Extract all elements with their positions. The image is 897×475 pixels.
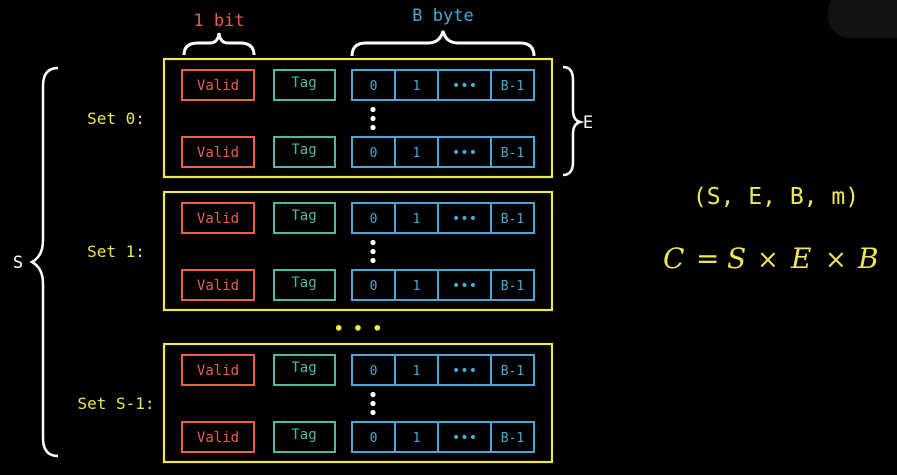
byte-cell [490, 202, 535, 234]
e-brace [562, 65, 585, 177]
byte-cell [490, 269, 535, 301]
byte-label: B-1 [501, 79, 524, 94]
byte-label: 0 [370, 79, 378, 94]
bit-brace [182, 32, 256, 56]
capacity-times-1: × [757, 245, 779, 275]
byte-label: 0 [370, 146, 378, 161]
valid-label: Valid [197, 430, 239, 446]
capacity-E: E [790, 242, 811, 275]
valid-box [181, 421, 255, 453]
byte-label: 0 [370, 431, 378, 446]
byte-label: B-1 [501, 279, 524, 294]
valid-label: Valid [197, 278, 239, 294]
tag-label: Tag [291, 427, 316, 443]
byte-cell [490, 69, 535, 101]
valid-box [181, 202, 255, 234]
byte-label: 0 [370, 212, 378, 227]
tag-label: Tag [291, 75, 316, 91]
line-ellipsis-dot [370, 106, 376, 113]
cache-line: Valid Tag 0 1 ••• B-1 [181, 421, 535, 453]
byte-label: 1 [413, 279, 421, 294]
byte-label: ••• [452, 211, 477, 227]
s-label: S [13, 253, 23, 273]
cache-line: Valid Tag 0 1 ••• B-1 [181, 202, 535, 234]
capacity-times-2: × [825, 245, 847, 275]
capacity-formula: C = S × E × B [663, 242, 879, 275]
e-label: E [583, 113, 593, 133]
byte-label: B-1 [501, 431, 524, 446]
set-box [162, 57, 554, 179]
byte-label: ••• [452, 363, 477, 379]
tag-box [273, 269, 336, 301]
byte-label: B-1 [501, 212, 524, 227]
byte-label: 1 [413, 431, 421, 446]
s-brace [29, 66, 59, 458]
cache-line: Valid Tag 0 1 ••• B-1 [181, 269, 535, 301]
parameter-tuple: (S, E, B, m) [693, 184, 859, 210]
valid-box [181, 269, 255, 301]
byte-label: ••• [452, 278, 477, 294]
set-box [162, 190, 554, 312]
set-label: Set 1: [87, 242, 145, 261]
corner-shape [828, 0, 897, 38]
cache-line: Valid Tag 0 1 ••• B-1 [181, 136, 535, 168]
line-ellipsis-dot [370, 391, 376, 398]
byte-label: ••• [452, 78, 477, 94]
byte-label: B-1 [501, 146, 524, 161]
byte-label: 0 [370, 364, 378, 379]
capacity-S: S [727, 242, 746, 275]
line-ellipsis-dot [370, 409, 376, 416]
byte-cell [490, 136, 535, 168]
line-ellipsis-dot [370, 248, 376, 255]
tag-box [273, 136, 336, 168]
valid-label: Valid [197, 363, 239, 379]
valid-label: Valid [197, 145, 239, 161]
byte-label: 1 [413, 212, 421, 227]
capacity-C: C [663, 242, 684, 275]
valid-box [181, 69, 255, 101]
byte-brace [350, 30, 536, 57]
tag-label: Tag [291, 360, 316, 376]
byte-cell [490, 421, 535, 453]
tag-box [273, 421, 336, 453]
tag-box [273, 354, 336, 386]
tag-label: Tag [291, 275, 316, 291]
tag-label: Tag [291, 142, 316, 158]
byte-label: 1 [413, 79, 421, 94]
tag-box [273, 202, 336, 234]
valid-label: Valid [197, 211, 239, 227]
line-ellipsis-dot [370, 115, 376, 122]
tag-label: Tag [291, 208, 316, 224]
line-ellipsis-dot [370, 257, 376, 264]
cache-line: Valid Tag 0 1 ••• B-1 [181, 69, 535, 101]
valid-label: Valid [197, 78, 239, 94]
set-label: Set S-1: [77, 394, 154, 413]
capacity-B: B [857, 242, 879, 275]
set-box [162, 342, 554, 464]
byte-label: ••• [452, 145, 477, 161]
set-label: Set 0: [87, 109, 145, 128]
cache-line: Valid Tag 0 1 ••• B-1 [181, 354, 535, 386]
line-ellipsis-dot [370, 400, 376, 407]
valid-box [181, 354, 255, 386]
byte-label: 1 [413, 146, 421, 161]
bit-label: 1 bit [193, 11, 244, 31]
byte-label: ••• [452, 430, 477, 446]
sets-ellipsis: • • • [334, 319, 382, 338]
byte-label: 0 [370, 279, 378, 294]
byte-cell [490, 354, 535, 386]
valid-box [181, 136, 255, 168]
byte-label: B byte [412, 6, 473, 26]
capacity-equals: = [696, 242, 719, 275]
line-ellipsis-dot [370, 239, 376, 246]
byte-label: B-1 [501, 364, 524, 379]
tag-box [273, 69, 336, 101]
line-ellipsis-dot [370, 124, 376, 131]
byte-label: 1 [413, 364, 421, 379]
